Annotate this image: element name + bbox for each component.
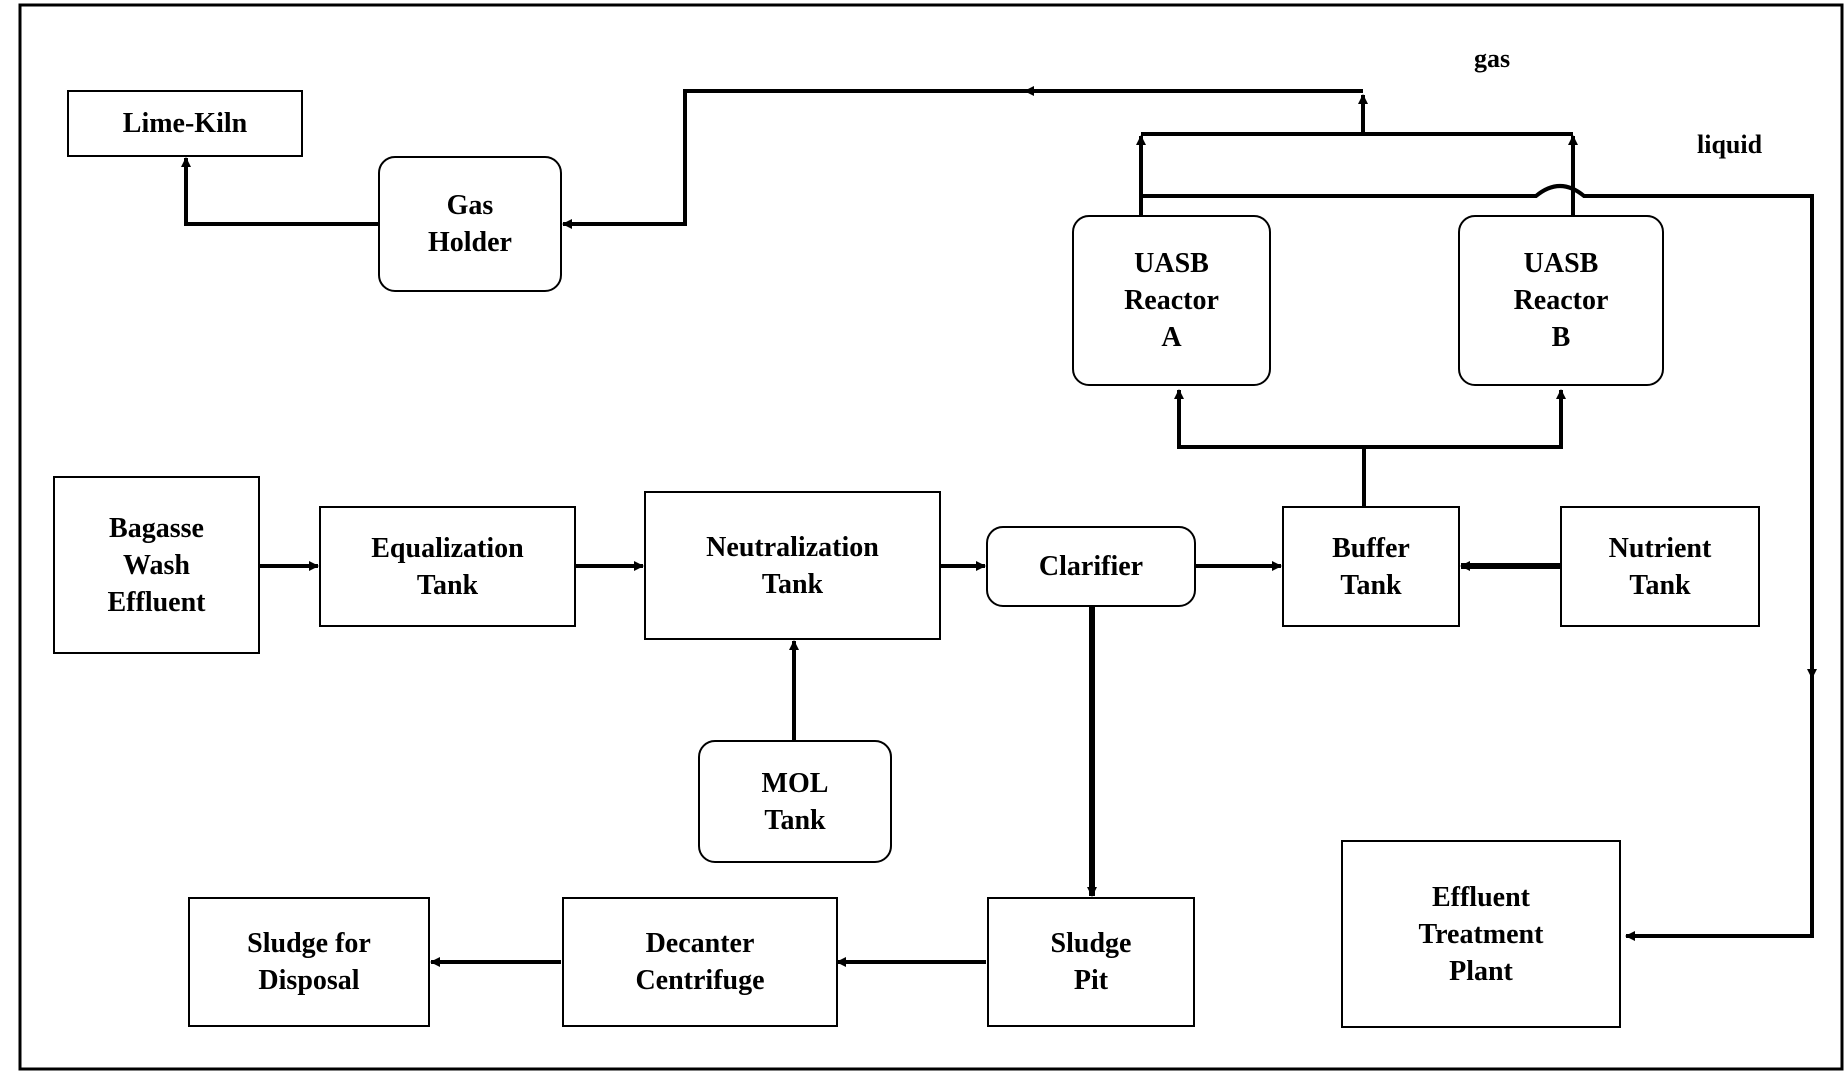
arrow-to-uasb-b bbox=[1364, 389, 1566, 449]
equalization-tank-box: Equalization Tank bbox=[319, 506, 576, 627]
outer-frame bbox=[18, 3, 1844, 1071]
effluent-treatment-plant-label: Effluent Treatment Plant bbox=[1418, 881, 1544, 987]
lime-kiln-box: Lime-Kiln bbox=[67, 90, 303, 157]
clarifier-box: Clarifier bbox=[986, 526, 1196, 607]
decanter-centrifuge-box: Decanter Centrifuge bbox=[562, 897, 838, 1027]
sludge-for-disposal-box: Sludge for Disposal bbox=[188, 897, 430, 1027]
arrow-gas-holder-to-lime-kiln bbox=[181, 157, 378, 226]
mol-tank-label: MOL Tank bbox=[761, 767, 829, 836]
gas-to-holder bbox=[562, 89, 1025, 229]
effluent-treatment-plant-box: Effluent Treatment Plant bbox=[1341, 840, 1621, 1028]
uasb-reactor-a-box: UASB Reactor A bbox=[1072, 215, 1271, 386]
uasb-reactor-a-label: UASB Reactor A bbox=[1124, 248, 1219, 353]
buffer-tank-box: Buffer Tank bbox=[1282, 506, 1460, 627]
equalization-tank-label: Equalization Tank bbox=[371, 532, 524, 601]
liquid-line bbox=[1141, 184, 1814, 941]
sludge-for-disposal-label: Sludge for Disposal bbox=[247, 928, 371, 996]
bagasse-wash-effluent-label: Bagasse Wash Effluent bbox=[107, 512, 206, 618]
uasb-reactor-b-label: UASB Reactor B bbox=[1513, 248, 1609, 353]
buffer-tank-label: Buffer Tank bbox=[1332, 532, 1410, 601]
nutrient-tank-box: Nutrient Tank bbox=[1560, 506, 1760, 627]
arrow-to-uasb-a bbox=[1174, 389, 1364, 449]
decanter-centrifuge-label: Decanter Centrifuge bbox=[635, 928, 765, 996]
nutrient-tank-label: Nutrient Tank bbox=[1608, 532, 1712, 601]
gas-label: gas bbox=[1474, 44, 1511, 73]
sludge-pit-box: Sludge Pit bbox=[987, 897, 1195, 1027]
uasb-reactor-b-box: UASB Reactor B bbox=[1458, 215, 1664, 386]
lime-kiln-label: Lime-Kiln bbox=[122, 108, 248, 139]
neutralization-tank-box: Neutralization Tank bbox=[644, 491, 941, 640]
mol-tank-box: MOL Tank bbox=[698, 740, 892, 863]
gas-holder-label: Gas Holder bbox=[428, 190, 512, 258]
sludge-pit-label: Sludge Pit bbox=[1050, 928, 1132, 996]
liquid-label: liquid bbox=[1697, 130, 1763, 159]
gas-holder-box: Gas Holder bbox=[378, 156, 562, 292]
clarifier-label: Clarifier bbox=[1038, 551, 1144, 582]
bagasse-wash-effluent-box: Bagasse Wash Effluent bbox=[53, 476, 260, 654]
neutralization-tank-label: Neutralization Tank bbox=[706, 531, 879, 600]
